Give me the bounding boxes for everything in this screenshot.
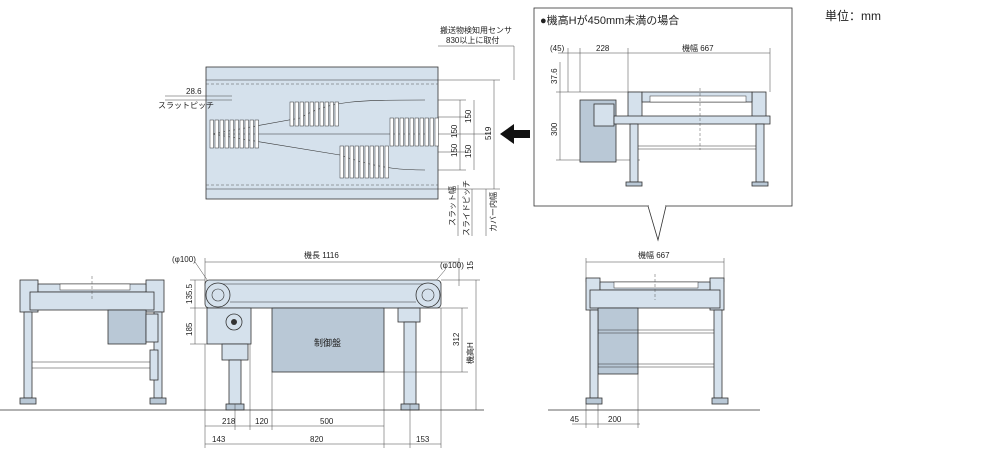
slat	[409, 117, 414, 147]
slat	[234, 119, 239, 149]
slat	[369, 145, 374, 179]
slat	[229, 119, 234, 149]
inset-dim-228: 228	[596, 44, 610, 53]
cover-width-label: カバー内幅	[488, 192, 498, 232]
end-width: 機幅 667	[638, 250, 670, 260]
slat	[339, 145, 344, 179]
sensor-note-1: 搬送物検知用センサ	[440, 25, 512, 35]
phi-left: (φ100)	[172, 255, 196, 264]
slat	[254, 119, 259, 149]
slat	[424, 117, 429, 147]
slat-width-label: スラット幅	[447, 186, 457, 226]
slat	[384, 145, 389, 179]
slat	[344, 145, 349, 179]
slat	[359, 145, 364, 179]
slat	[244, 119, 249, 149]
dim-820: 820	[310, 435, 324, 444]
dim-150-b: 150	[450, 143, 459, 157]
slat-group	[209, 101, 439, 179]
slat	[319, 101, 324, 127]
control-panel-label: 制御盤	[314, 337, 341, 348]
slat	[294, 101, 299, 127]
inset-title: ●機高Hが450mm未満の場合	[540, 13, 679, 27]
dim-143: 143	[212, 435, 226, 444]
slat	[434, 117, 439, 147]
slat	[399, 117, 404, 147]
slat	[414, 117, 419, 147]
phi-right: (φ100)	[440, 261, 464, 270]
dim-15: 15	[466, 261, 475, 270]
sensor-note-2: 830以上に取付	[446, 35, 499, 45]
height-label: 機高H	[465, 342, 475, 364]
dim-519: 519	[484, 126, 493, 140]
slat	[394, 117, 399, 147]
slat	[289, 101, 294, 127]
dim-120: 120	[255, 417, 269, 426]
slat	[214, 119, 219, 149]
inset-dim-376: 37.6	[550, 68, 559, 84]
slat	[374, 145, 379, 179]
slat	[219, 119, 224, 149]
dim-218: 218	[222, 417, 236, 426]
dim-185: 185	[185, 322, 194, 336]
slat	[379, 145, 384, 179]
slat	[324, 101, 329, 127]
top-view: 搬送物検知用センサ 830以上に取付 28.6 スラットピッチ 150 150 …	[158, 25, 515, 236]
inset-dim-45: (45)	[550, 44, 565, 53]
pitch-label: スラットピッチ	[158, 101, 214, 110]
slat	[249, 119, 254, 149]
slat	[354, 145, 359, 179]
slat	[329, 101, 334, 127]
dim-150-a: 150	[450, 124, 459, 138]
slat	[349, 145, 354, 179]
inset-panel: ●機高Hが450mm未満の場合 (45) 228 機幅 667 37.6 300	[533, 7, 793, 242]
dim-150-d: 150	[464, 144, 473, 158]
dim-135-5: 135.5	[185, 283, 194, 304]
slat	[429, 117, 434, 147]
left-side-view	[19, 276, 167, 405]
dim-length: 機長 1116	[304, 250, 339, 260]
slat	[209, 119, 214, 149]
slat	[304, 101, 309, 127]
dim-150-c: 150	[464, 109, 473, 123]
slat	[404, 117, 409, 147]
unit-label: 単位：mm	[825, 9, 881, 23]
slat	[314, 101, 319, 127]
slat	[364, 145, 369, 179]
arrow-left-icon	[500, 124, 530, 144]
slat	[334, 101, 339, 127]
dim-153: 153	[416, 435, 430, 444]
inset-dim-width: 機幅 667	[682, 43, 714, 53]
front-view: 機長 1116 (φ100) (φ100) 15 制御盤 135.5 185	[172, 250, 480, 448]
end-dim-200: 200	[608, 415, 622, 424]
dim-500: 500	[320, 417, 334, 426]
inset-dim-300: 300	[550, 122, 559, 136]
slat	[239, 119, 244, 149]
slide-pitch-label: スライドピッチ	[462, 180, 471, 236]
slat	[389, 117, 394, 147]
end-view: 機幅 667 45 200	[570, 250, 729, 428]
slat	[299, 101, 304, 127]
slat	[309, 101, 314, 127]
end-dim-45: 45	[570, 415, 579, 424]
slat	[419, 117, 424, 147]
slat	[224, 119, 229, 149]
dim-312: 312	[452, 332, 461, 346]
pitch-value: 28.6	[186, 87, 202, 96]
